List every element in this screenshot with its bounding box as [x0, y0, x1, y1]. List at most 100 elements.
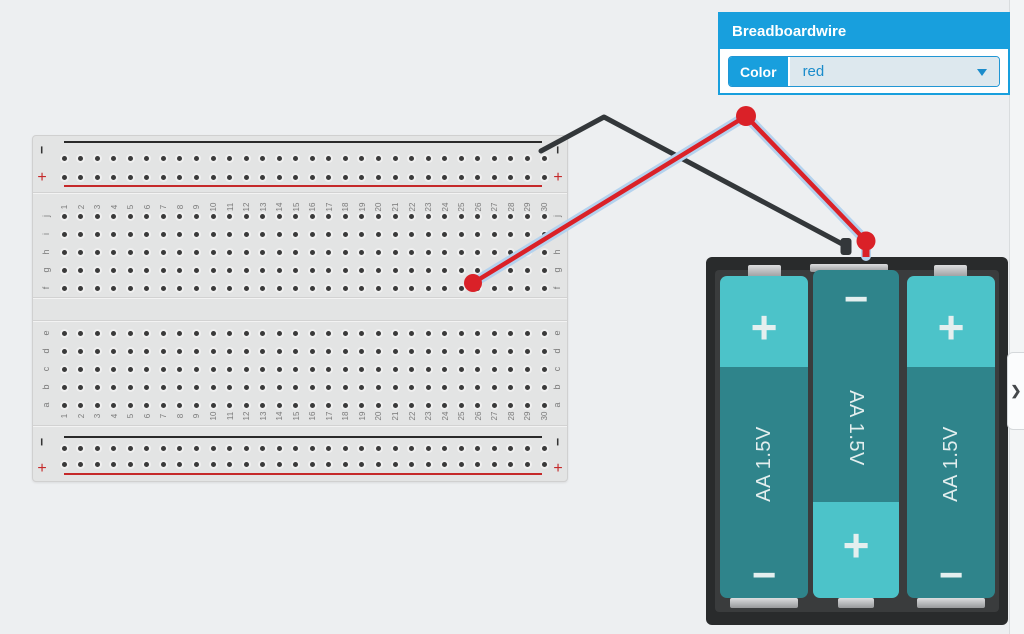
- breadboard-hole[interactable]: [491, 384, 497, 390]
- breadboard-hole[interactable]: [392, 231, 398, 237]
- breadboard-hole[interactable]: [111, 155, 117, 161]
- breadboard-hole[interactable]: [359, 213, 365, 219]
- breadboard-hole[interactable]: [210, 445, 216, 451]
- breadboard-hole[interactable]: [409, 384, 415, 390]
- breadboard-hole[interactable]: [458, 174, 464, 180]
- breadboard-hole[interactable]: [293, 174, 299, 180]
- breadboard-hole[interactable]: [94, 267, 100, 273]
- breadboard-hole[interactable]: [425, 445, 431, 451]
- breadboard-hole[interactable]: [508, 330, 514, 336]
- breadboard-hole[interactable]: [260, 249, 266, 255]
- breadboard-hole[interactable]: [326, 155, 332, 161]
- breadboard-hole[interactable]: [243, 461, 249, 467]
- breadboard-hole[interactable]: [78, 366, 83, 372]
- breadboard-hole[interactable]: [210, 213, 216, 219]
- breadboard-hole[interactable]: [94, 445, 100, 451]
- breadboard-hole[interactable]: [227, 285, 232, 291]
- breadboard-hole[interactable]: [425, 213, 431, 219]
- breadboard-hole[interactable]: [508, 402, 514, 408]
- breadboard-hole[interactable]: [78, 330, 83, 336]
- breadboard-hole[interactable]: [309, 348, 315, 354]
- breadboard-hole[interactable]: [227, 384, 232, 390]
- breadboard-hole[interactable]: [342, 461, 348, 467]
- breadboard-hole[interactable]: [491, 348, 497, 354]
- breadboard-hole[interactable]: [541, 366, 547, 372]
- breadboard-hole[interactable]: [293, 155, 299, 161]
- breadboard-hole[interactable]: [524, 366, 530, 372]
- breadboard-hole[interactable]: [243, 445, 249, 451]
- breadboard-hole[interactable]: [309, 231, 315, 237]
- breadboard-hole[interactable]: [491, 402, 497, 408]
- breadboard-hole[interactable]: [375, 155, 381, 161]
- breadboard-hole[interactable]: [193, 348, 199, 354]
- breadboard-hole[interactable]: [144, 461, 150, 467]
- breadboard-hole[interactable]: [276, 155, 282, 161]
- breadboard-hole[interactable]: [425, 267, 431, 273]
- breadboard-hole[interactable]: [260, 445, 266, 451]
- breadboard-hole[interactable]: [293, 213, 299, 219]
- breadboard-hole[interactable]: [342, 366, 348, 372]
- breadboard-hole[interactable]: [409, 249, 415, 255]
- breadboard-hole[interactable]: [260, 384, 266, 390]
- breadboard-hole[interactable]: [524, 267, 530, 273]
- breadboard-hole[interactable]: [491, 213, 497, 219]
- breadboard-hole[interactable]: [409, 155, 415, 161]
- breadboard-hole[interactable]: [227, 366, 232, 372]
- breadboard-hole[interactable]: [475, 366, 481, 372]
- breadboard-hole[interactable]: [293, 267, 299, 273]
- breadboard-hole[interactable]: [94, 348, 100, 354]
- breadboard-hole[interactable]: [475, 402, 481, 408]
- breadboard-hole[interactable]: [508, 249, 514, 255]
- breadboard-hole[interactable]: [409, 174, 415, 180]
- breadboard-hole[interactable]: [442, 249, 448, 255]
- breadboard-hole[interactable]: [541, 402, 547, 408]
- breadboard-hole[interactable]: [326, 285, 332, 291]
- breadboard-hole[interactable]: [475, 384, 481, 390]
- breadboard-hole[interactable]: [392, 461, 398, 467]
- breadboard-hole[interactable]: [78, 213, 83, 219]
- battery-aa-left[interactable]: + AA 1.5V −: [720, 276, 808, 598]
- breadboard-hole[interactable]: [78, 155, 83, 161]
- battery-pack-3xaa[interactable]: + AA 1.5V − − AA 1.5V + + AA 1.5V −: [706, 257, 1008, 625]
- breadboard-hole[interactable]: [111, 249, 117, 255]
- breadboard-hole[interactable]: [276, 445, 282, 451]
- breadboard-hole[interactable]: [425, 402, 431, 408]
- breadboard-hole[interactable]: [160, 366, 166, 372]
- breadboard-hole[interactable]: [309, 461, 315, 467]
- breadboard-hole[interactable]: [177, 249, 183, 255]
- breadboard-hole[interactable]: [193, 231, 199, 237]
- breadboard-hole[interactable]: [425, 231, 431, 237]
- breadboard-hole[interactable]: [491, 249, 497, 255]
- breadboard-hole[interactable]: [326, 445, 332, 451]
- breadboard-hole[interactable]: [293, 285, 299, 291]
- breadboard-hole[interactable]: [409, 285, 415, 291]
- breadboard-hole[interactable]: [458, 330, 464, 336]
- breadboard-hole[interactable]: [409, 348, 415, 354]
- breadboard-hole[interactable]: [227, 231, 232, 237]
- breadboard-hole[interactable]: [326, 348, 332, 354]
- breadboard-hole[interactable]: [210, 249, 216, 255]
- breadboard-hole[interactable]: [475, 445, 481, 451]
- breadboard-hole[interactable]: [458, 402, 464, 408]
- breadboard-hole[interactable]: [425, 285, 431, 291]
- breadboard-hole[interactable]: [61, 366, 67, 372]
- battery-aa-middle[interactable]: − AA 1.5V +: [813, 270, 899, 598]
- breadboard-hole[interactable]: [409, 267, 415, 273]
- breadboard-hole[interactable]: [326, 366, 332, 372]
- breadboard-hole[interactable]: [442, 402, 448, 408]
- breadboard-hole[interactable]: [425, 384, 431, 390]
- breadboard-hole[interactable]: [491, 445, 497, 451]
- breadboard-hole[interactable]: [78, 174, 83, 180]
- breadboard-hole[interactable]: [375, 402, 381, 408]
- breadboard-hole[interactable]: [475, 249, 481, 255]
- breadboard-hole[interactable]: [144, 213, 150, 219]
- breadboard-hole[interactable]: [94, 155, 100, 161]
- breadboard-hole[interactable]: [309, 330, 315, 336]
- breadboard-hole[interactable]: [524, 174, 530, 180]
- breadboard-hole[interactable]: [326, 461, 332, 467]
- breadboard-hole[interactable]: [276, 213, 282, 219]
- breadboard-hole[interactable]: [541, 174, 547, 180]
- breadboard-hole[interactable]: [458, 366, 464, 372]
- breadboard-hole[interactable]: [409, 461, 415, 467]
